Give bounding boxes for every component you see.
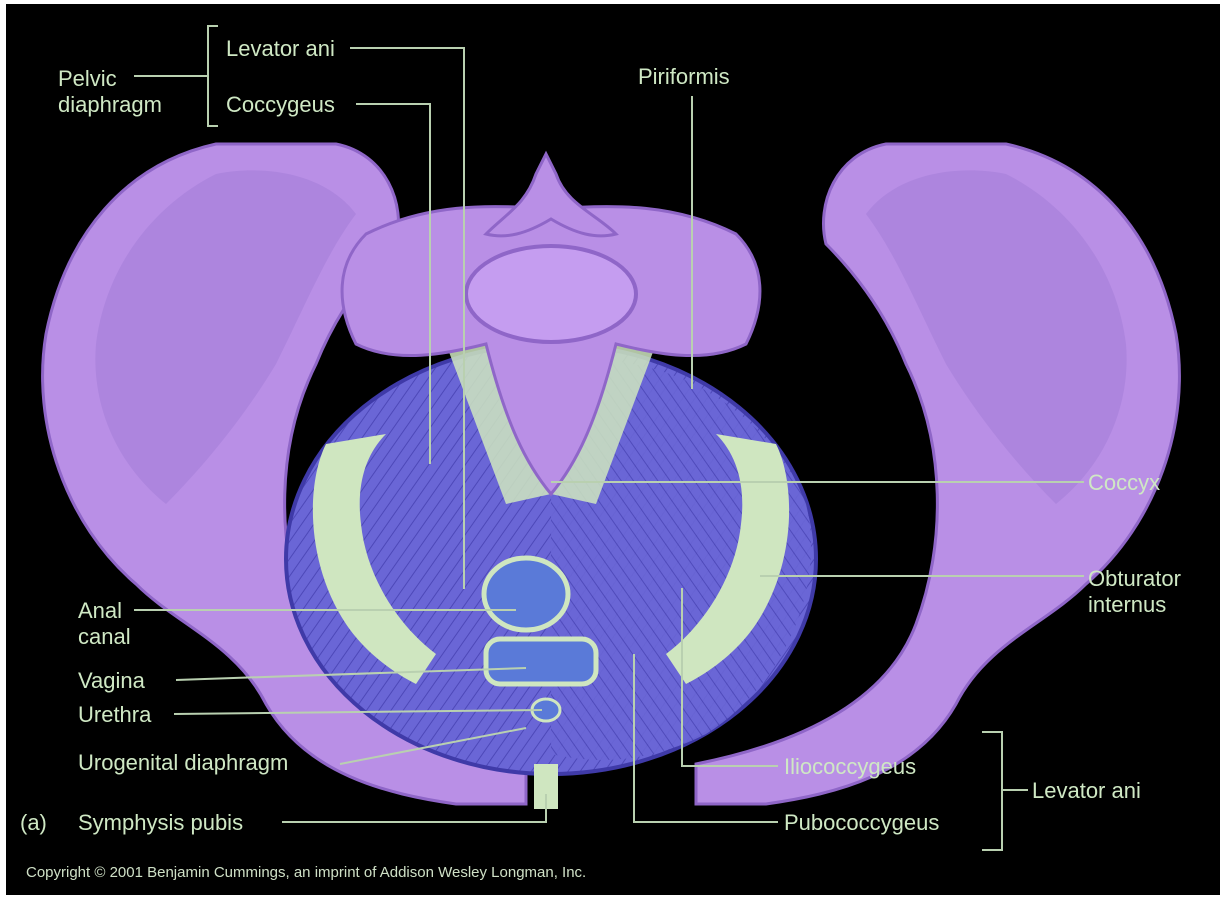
label-obturator-internus: Obturator internus <box>1088 566 1181 618</box>
label-iliococcygeus: Iliococcygeus <box>784 754 916 780</box>
label-coccygeus: Coccygeus <box>226 92 335 118</box>
label-anal-canal: Anal canal <box>78 598 131 650</box>
bracket-pelvic-diaphragm <box>208 26 218 126</box>
bracket-levator-ani <box>982 732 1002 850</box>
label-levator-ani-right: Levator ani <box>1032 778 1141 804</box>
label-pubococcygeus: Pubococcygeus <box>784 810 939 836</box>
vaginal-opening <box>486 639 596 684</box>
label-piriformis: Piriformis <box>638 64 730 90</box>
label-symphysis-pubis: Symphysis pubis <box>78 810 243 836</box>
label-urogenital-diaphragm: Urogenital diaphragm <box>78 750 288 776</box>
copyright-notice: Copyright © 2001 Benjamin Cummings, an i… <box>26 864 586 882</box>
label-pelvic-diaphragm: Pelvic diaphragm <box>58 66 162 118</box>
figure-label: (a) <box>20 810 47 836</box>
label-levator-ani-top: Levator ani <box>226 36 335 62</box>
label-vagina: Vagina <box>78 668 145 694</box>
label-urethra: Urethra <box>78 702 151 728</box>
vertebral-body <box>466 246 636 342</box>
anal-canal-opening <box>484 558 568 630</box>
diagram-canvas: Pelvic diaphragm Levator ani Coccygeus P… <box>6 4 1220 895</box>
label-coccyx: Coccyx <box>1088 470 1160 496</box>
